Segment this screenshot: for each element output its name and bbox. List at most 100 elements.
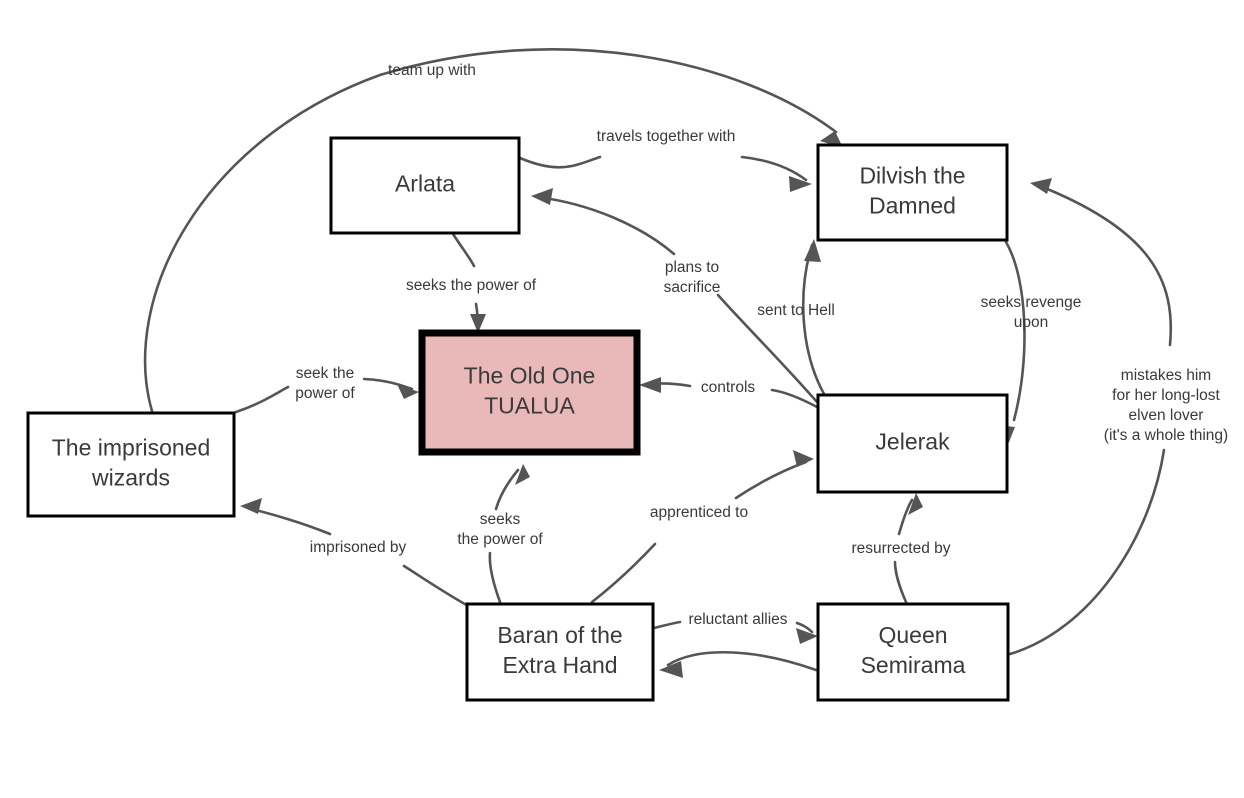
edge-label-line: upon <box>1014 314 1048 331</box>
edge-label-line: the power of <box>457 531 543 548</box>
node-rect[interactable] <box>816 143 1009 242</box>
edge-label-line: seeks revenge <box>981 294 1082 311</box>
edge-line <box>143 48 838 413</box>
node-label-line: Jelerak <box>875 429 950 455</box>
edge-label-line: imprisoned by <box>310 539 407 556</box>
node-arlata[interactable]: Arlata <box>329 136 521 235</box>
edge-line <box>1004 240 1026 443</box>
arrowhead-icon <box>470 314 486 333</box>
edge-arlata-dilvish <box>518 155 812 192</box>
edge-label: resurrected by <box>851 540 950 557</box>
node-label-line: Arlata <box>395 171 455 197</box>
edge-label-line: power of <box>295 385 355 402</box>
edge-label-line: for her long-lost <box>1112 387 1220 404</box>
edge-jelerak-dilvish <box>801 239 826 396</box>
node-label-line: Damned <box>869 193 956 219</box>
arrowhead-icon <box>397 384 419 399</box>
edge-label-line: team up with <box>388 62 476 79</box>
edge-label: apprenticed to <box>650 504 748 521</box>
edge-label-line: (it's a whole thing) <box>1104 427 1228 444</box>
edge-label: mistakes him for her long-lost elven lover… <box>1104 367 1228 444</box>
edge-line <box>536 195 819 404</box>
node-rect[interactable] <box>816 393 1009 494</box>
edge-label: team up with <box>388 62 476 79</box>
arrowhead-icon <box>531 188 553 205</box>
node-label-line: Dilvish the <box>859 163 965 189</box>
edge-label: controls <box>701 379 756 396</box>
edge-label: seeks the power of <box>457 511 543 548</box>
arrowhead-icon <box>789 176 812 192</box>
arrowhead-icon <box>796 628 818 644</box>
node-label-line: Baran of the <box>497 622 622 648</box>
arrowhead-icon <box>908 493 923 515</box>
edge-line <box>893 498 914 604</box>
node-label: Jelerak <box>875 429 950 455</box>
edge-line <box>652 620 814 634</box>
edge-label: seeks the power of <box>406 277 537 294</box>
edge-label: imprisoned by <box>310 539 407 556</box>
arrowhead-icon <box>240 498 262 514</box>
node-rect[interactable] <box>816 602 1010 702</box>
edge-semirama-dilvish <box>1008 178 1173 656</box>
edge-line <box>1008 184 1173 656</box>
edge-jelerak-arlata <box>531 188 819 404</box>
edge-label-line: controls <box>701 379 756 396</box>
node-label-line: Semirama <box>861 652 966 678</box>
edge-label: sent to Hell <box>757 302 835 319</box>
edge-label-line: seeks <box>480 511 521 528</box>
edge-semirama-baran <box>659 651 818 678</box>
node-label-line: Extra Hand <box>502 652 617 678</box>
node-label-line: TUALUA <box>484 393 575 419</box>
edge-label-line: resurrected by <box>851 540 950 557</box>
arrowhead-icon <box>659 661 683 678</box>
edges-layer <box>143 48 1173 678</box>
edge-label: seek the power of <box>295 365 355 402</box>
node-label-line: The Old One <box>464 363 596 389</box>
edge-arlata-tualua <box>451 232 486 333</box>
node-rect[interactable] <box>418 329 641 456</box>
edge-labels-layer: team up with travels together with seeks t… <box>295 62 1228 628</box>
edge-line <box>590 460 808 604</box>
node-label-line: Queen <box>878 622 947 648</box>
edge-line <box>234 377 414 414</box>
edge-line <box>801 243 826 396</box>
edge-label-line: sacrifice <box>664 279 721 296</box>
edge-label-line: elven lover <box>1129 407 1204 424</box>
node-label-line: wizards <box>91 465 170 491</box>
edge-label-line: mistakes him <box>1121 367 1211 384</box>
node-jelerak[interactable]: Jelerak <box>816 393 1009 494</box>
edge-label-line: seek the <box>296 365 355 382</box>
edge-label-line: apprenticed to <box>650 504 748 521</box>
node-rect[interactable] <box>329 136 521 235</box>
arrowhead-icon <box>804 239 821 262</box>
edge-label: travels together with <box>597 128 736 145</box>
edge-jelerak-tualua <box>639 377 819 409</box>
edge-label: reluctant allies <box>688 611 787 628</box>
edge-baran-semirama <box>652 620 818 644</box>
node-rect[interactable] <box>465 602 655 702</box>
arrowhead-icon <box>793 450 814 467</box>
edge-baran-jelerak <box>590 450 814 604</box>
edge-line <box>666 651 818 672</box>
edge-label-line: reluctant allies <box>688 611 787 628</box>
edge-baran-tualua <box>488 464 530 604</box>
edge-label-line: seeks the power of <box>406 277 537 294</box>
edge-baran-wizards <box>240 498 472 609</box>
edge-line <box>518 155 808 182</box>
arrowhead-icon <box>515 464 530 485</box>
arrowhead-icon <box>639 377 661 393</box>
node-rect[interactable] <box>26 411 236 518</box>
